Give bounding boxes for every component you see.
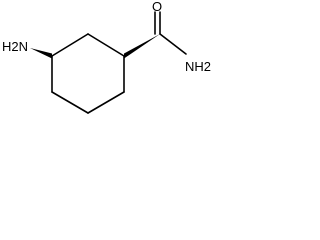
oxygen-label: O bbox=[152, 0, 162, 14]
amide-label: NH2 bbox=[185, 59, 211, 74]
cyclohexane-ring bbox=[51, 33, 125, 114]
ring-bond-3 bbox=[87, 91, 125, 114]
carboxamide-wedge-bond bbox=[124, 34, 160, 59]
amine-wedge-bond bbox=[30, 48, 52, 59]
amine-label: H2N bbox=[2, 39, 28, 54]
ring-bond-1 bbox=[87, 33, 125, 57]
amide-c-n-bond bbox=[159, 33, 187, 55]
ring-bond-4 bbox=[51, 91, 89, 114]
ring-bond-6 bbox=[51, 33, 89, 57]
molecule-structure: H2N O NH2 bbox=[2, 0, 211, 114]
